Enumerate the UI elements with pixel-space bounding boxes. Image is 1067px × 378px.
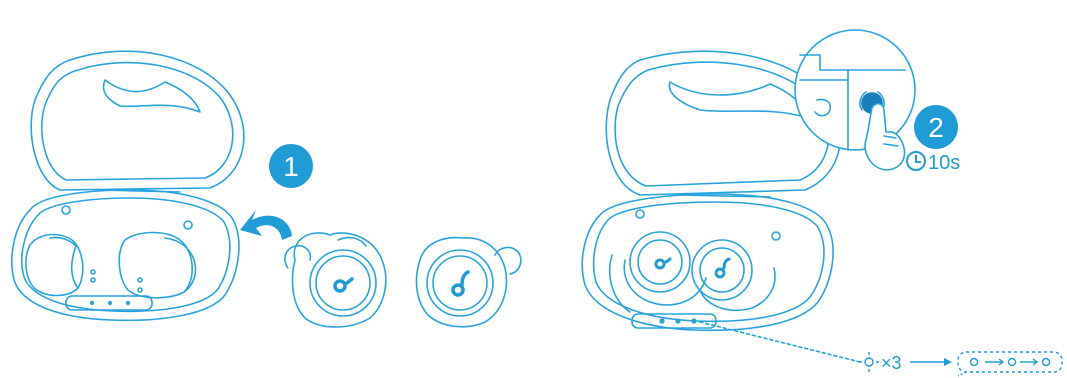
left-earbud — [285, 233, 386, 327]
step-1-badge: 1 — [269, 144, 313, 188]
clock-icon — [907, 152, 925, 170]
right-earbud — [416, 238, 520, 327]
sequence-arrow — [910, 358, 952, 366]
left-earbud-logo-icon — [335, 279, 352, 291]
step-2-number: 2 — [928, 112, 944, 143]
step-1-number: 1 — [283, 151, 299, 182]
right-case-base — [582, 194, 833, 330]
curved-arrow-icon — [240, 210, 292, 240]
left-charging-case — [12, 51, 244, 320]
right-earbud-logo-icon — [453, 272, 468, 295]
led-blink-icon — [859, 352, 879, 372]
hold-duration-label: 10s — [928, 152, 960, 174]
left-case-lid — [31, 51, 244, 190]
step-2-badge: 2 — [914, 105, 958, 149]
blink-count-label: ×3 — [881, 353, 902, 373]
zoom-detail — [795, 30, 915, 150]
led-sequence — [958, 352, 1062, 376]
